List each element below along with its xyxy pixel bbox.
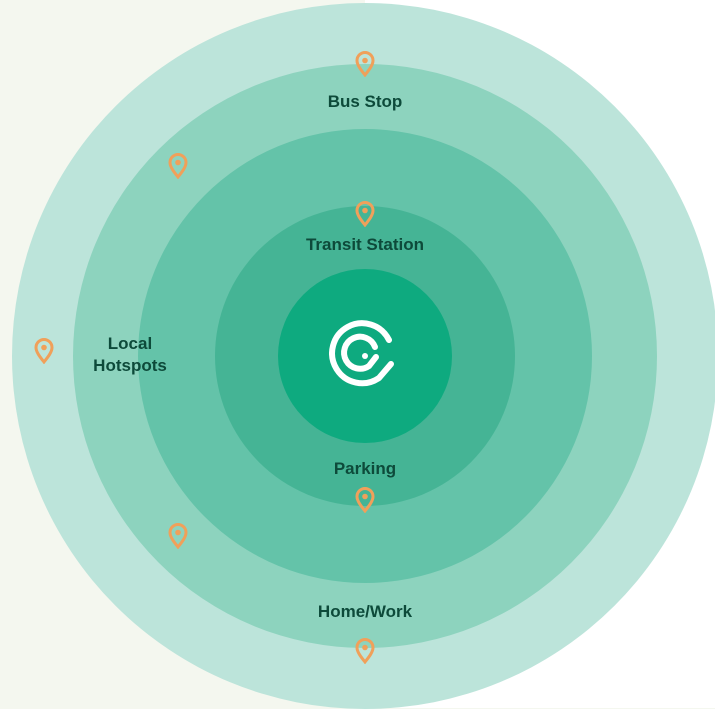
location-pin-icon (355, 487, 375, 513)
location-pin-icon (168, 153, 188, 179)
label-parking: Parking (333, 459, 397, 478)
location-pin-icon (168, 523, 188, 549)
location-pin-icon (355, 51, 375, 77)
location-pin-icon (355, 201, 375, 227)
label-local-line1: Local (107, 334, 153, 353)
location-pin-icon (34, 338, 54, 364)
label-bus-stop: Bus Stop (327, 92, 403, 111)
label-local-hotspots: Local Hotspots (93, 333, 167, 377)
location-pin-icon (355, 638, 375, 664)
label-transit-station: Transit Station (305, 235, 425, 254)
label-home-work: Home/Work (317, 602, 413, 621)
label-local-line2: Hotspots (93, 356, 167, 375)
brand-logo-icon (329, 320, 394, 387)
